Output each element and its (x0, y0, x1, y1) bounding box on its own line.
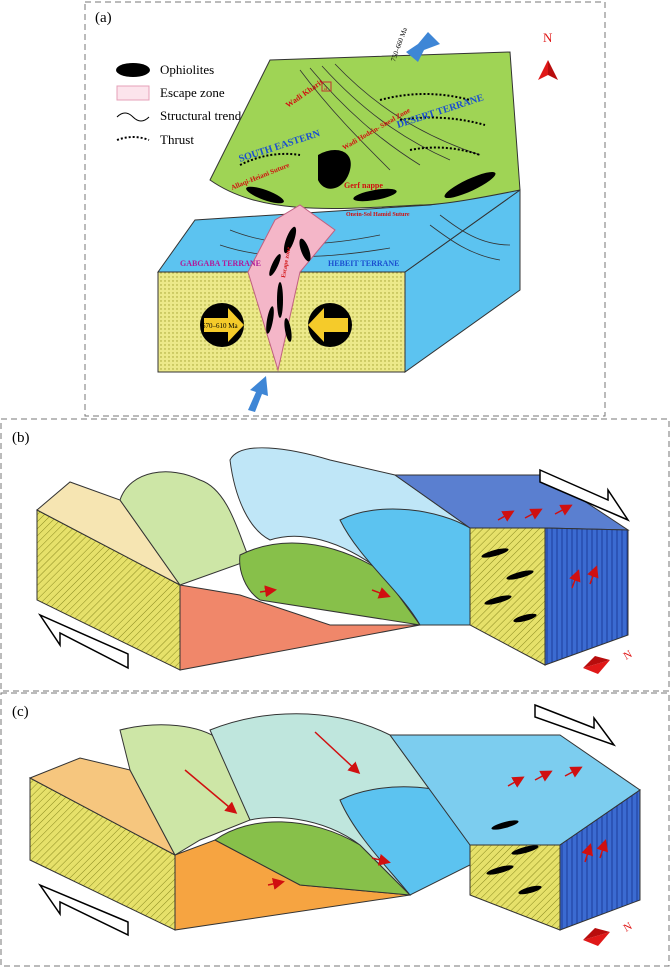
panel-c-label: (c) (12, 704, 29, 720)
panel-b-frame (0, 418, 670, 692)
convergence-arrows (248, 32, 440, 412)
escape-ophiolites (266, 226, 311, 342)
lenses-b (481, 548, 537, 623)
legend-ophiolites: Ophiolites (160, 62, 214, 77)
shear-sense-c (37, 703, 617, 937)
structural-trends (219, 63, 511, 261)
panel-a-label: (a) (95, 10, 112, 26)
panel-c-frame (0, 692, 670, 967)
push-arrows (200, 303, 352, 347)
block-c-yellow-front (469, 844, 561, 931)
north-arrow-c: N (583, 920, 634, 946)
shear-arrow-right-b (539, 468, 631, 522)
escape-zone-symbol (116, 85, 150, 101)
thrusts (239, 93, 486, 166)
hebeit-terrane-label: HEBEIT TERRANE (328, 259, 400, 268)
pale-green-ridge (119, 471, 251, 586)
gerf-nappe-label: Gerf nappe (344, 181, 383, 190)
panel-a: (a) Ophiolites Escape zone Structural tr… (84, 1, 606, 417)
shear-arrow-right-c (534, 703, 617, 747)
north-label-b: N (622, 648, 635, 662)
north-label-c: N (622, 920, 635, 934)
gabgaba-terrane-label: GABGABA TERRANE (180, 259, 261, 268)
blue-side-c (559, 789, 641, 931)
panel-a-frame (84, 1, 606, 417)
pale-green-block (119, 724, 251, 856)
panel-b-label: (b) (12, 430, 30, 446)
panel-c: (c) (0, 692, 670, 967)
age-front-label: 670–610 Ma (202, 322, 238, 330)
legend-escape-zone: Escape zone (160, 85, 225, 100)
ophiolites (246, 150, 496, 204)
blue-arrow-top (406, 32, 440, 62)
lineation-arrows-c (184, 731, 609, 890)
legend-thrust: Thrust (160, 132, 194, 147)
lenses-c (486, 820, 542, 895)
block-b-salmon-front (179, 584, 421, 671)
blue-arrow-bottom (248, 376, 268, 412)
shear-sense-b (37, 468, 631, 670)
north-label-a: N (543, 30, 553, 45)
green-surface (209, 51, 521, 210)
thrust-symbol (116, 136, 150, 141)
shear-arrow-left-b (37, 613, 129, 670)
legend-structural-trends: Structural trends (160, 108, 246, 123)
north-arrow-b: N (583, 648, 634, 674)
escape-zone-label: Escape zone (281, 246, 292, 278)
shear-arrow-left-c (37, 883, 129, 937)
panel-b: (b) (0, 418, 670, 692)
site-marker (321, 81, 332, 92)
onein-suture-label: Onein-Sol Hamid Suture (346, 212, 410, 218)
site-marker-label: a (324, 84, 328, 92)
shear-arrows-b (259, 504, 599, 599)
ophiolite-symbol (116, 63, 150, 77)
north-arrow-a: N (538, 30, 558, 80)
dark-blue-side (544, 527, 629, 666)
legend: Ophiolites Escape zone Structural trends… (116, 62, 246, 147)
structural-trend-symbol (116, 112, 150, 122)
